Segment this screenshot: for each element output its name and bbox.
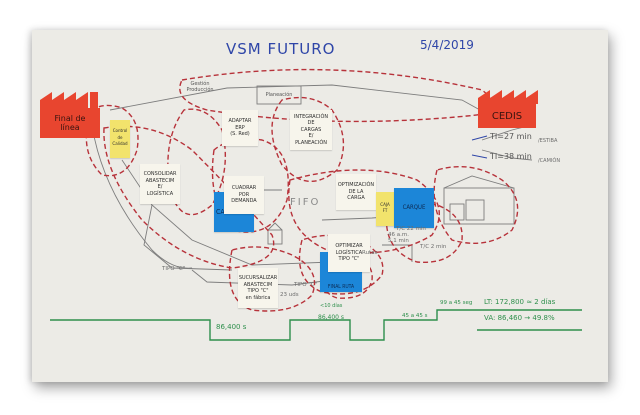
note-planeacion-box: Planeación: [265, 91, 293, 98]
time-2: 86,400 s: [318, 314, 345, 321]
time-4: 45 a 45 s: [402, 313, 428, 319]
note-optimizar-logistica: OPTIMIZAR LOGÍSTICA TIPO "C": [328, 234, 370, 272]
factory-left-label: Final de línea: [40, 108, 100, 138]
note-quality-control: Control de Calidad: [110, 120, 130, 158]
ti-2b: /CAMIÓN: [538, 158, 561, 164]
note-carque: CARQUE: [394, 188, 434, 228]
board-title: VSM FUTURO: [226, 40, 336, 58]
tipo-c-label: TIPO "C": [162, 266, 186, 272]
factory-right: CEDIS: [478, 90, 538, 132]
note-integracion: INTEGRACIÓN DE CARGAS E/ PLANEACIÓN: [290, 110, 332, 150]
note-consolidar: CONSOLIDAR ABASTECIM E/ LOGÍSTICA: [140, 164, 180, 204]
gray-note-4: T/C 22 min: [396, 226, 426, 232]
board-date: 5/4/2019: [420, 38, 474, 52]
whiteboard-drawing: [50, 68, 582, 341]
gray-note-3: T/C 2 min: [420, 244, 447, 250]
photo-frame: VSM FUTURO 5/4/2019 Final de línea CEDIS…: [32, 30, 608, 382]
time-top-left: 99 a 45 seg: [440, 300, 473, 306]
warehouse-roof-icon: [478, 90, 538, 104]
factory-left: Final de línea: [40, 92, 106, 138]
gray-note-1: 46 a.m. 5.1 min: [388, 232, 409, 244]
value-added-total: VA: 86,460 → 49.8%: [484, 314, 555, 322]
timeline: [50, 309, 582, 341]
lead-time-total: LT: 172,800 ≈ 2 días: [484, 298, 556, 306]
ti-2: TI=38 min: [490, 152, 532, 161]
note-adaptar-erp: ADAPTAR ERP (S. Red): [222, 110, 258, 146]
tipo-c-label-2: TIPO "C": [294, 282, 318, 288]
ti-1b: /ESTIBA: [538, 138, 558, 144]
note-caja: CAJA FT: [376, 192, 394, 226]
note-sucursalizar: SUCURSALIZAR ABASTECIM TIPO "C" en fábri…: [238, 268, 278, 308]
pen-arrows: [471, 135, 488, 159]
note-planeacion-tag: Gestión Producción: [186, 80, 214, 94]
gray-note-5: 23 uds: [280, 292, 299, 298]
time-1: 86,400 s: [216, 323, 247, 331]
fifo-label: FIFO: [290, 197, 321, 208]
time-3: <10 días: [320, 303, 343, 309]
ti-1: TI=27 min: [490, 132, 532, 141]
note-cuadrar: CUADRAR POR DEMANDA: [224, 176, 264, 214]
factory-roof-icon: [40, 92, 98, 108]
note-optimizacion-carga: OPTIMIZACIÓN DE LA CARGA: [336, 174, 376, 210]
factory-right-label: CEDIS: [478, 104, 536, 128]
gray-note-2: Rutas: [362, 250, 378, 256]
